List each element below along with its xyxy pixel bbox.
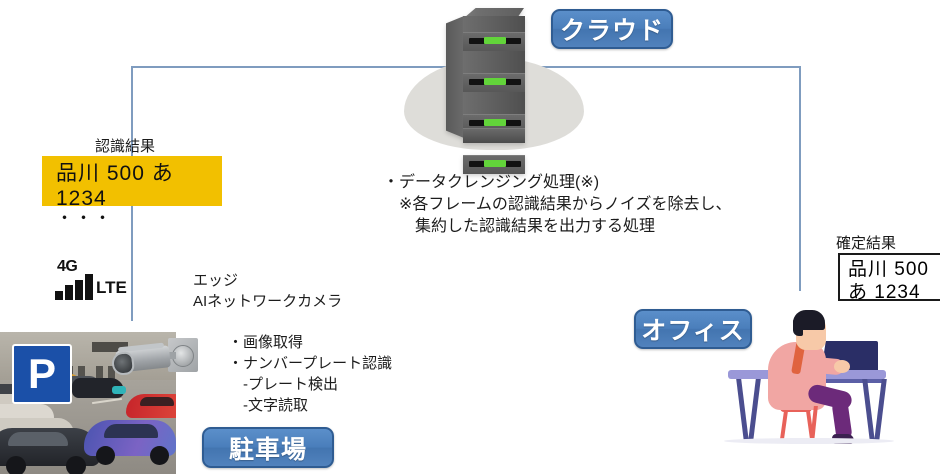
security-camera-illustration	[110, 336, 198, 392]
floor-shadow	[724, 438, 894, 444]
chair-front-leg	[810, 406, 818, 442]
recognition-result-box: 品川 500 あ 1234 ・・・	[42, 156, 222, 227]
laptop-base	[814, 377, 884, 383]
server-illustration	[424, 8, 539, 174]
badge-parking: 駐車場	[202, 427, 334, 468]
parking-sign-letter: P	[27, 350, 56, 397]
desk-leg	[748, 379, 761, 441]
parking-sign: P	[12, 344, 72, 404]
recognition-result-line-2: ・・・	[56, 209, 113, 228]
signal-bar-2	[65, 285, 73, 300]
photo-car-wheel	[96, 446, 115, 465]
connection-line-right	[799, 66, 801, 291]
photo-car	[72, 378, 124, 398]
server-led-green	[484, 119, 506, 126]
camera-feature-item: ・画像取得	[228, 334, 304, 351]
camera-title: エッジ AIネットワークカメラ	[193, 270, 342, 312]
final-result-label: 確定結果	[836, 235, 897, 252]
server-base	[463, 128, 525, 143]
office-illustration	[700, 300, 930, 474]
server-led-green	[484, 160, 506, 167]
person-hand	[834, 360, 850, 373]
badge-cloud: クラウド	[551, 9, 673, 49]
badge-parking-label: 駐車場	[228, 435, 307, 464]
cloud-process-line-1: ・データクレンジング処理(※)	[383, 174, 600, 191]
server-slot	[463, 73, 525, 92]
camera-feature-item: ・ナンバープレート認識	[228, 355, 393, 372]
photo-car-wheel	[150, 446, 169, 465]
badge-office-label: オフィス	[641, 317, 745, 345]
server-left-side	[446, 16, 464, 138]
recognition-result-label: 認識結果	[95, 138, 156, 155]
chair-leg	[779, 408, 789, 442]
photo-accent	[112, 386, 126, 394]
server-led-green	[484, 37, 506, 44]
signal-bar-1	[55, 291, 63, 300]
photo-pillar	[96, 366, 103, 388]
server-slot	[463, 155, 525, 174]
photo-car-wheel	[6, 456, 26, 474]
signal-bar-4	[85, 274, 93, 300]
photo-car-window	[140, 397, 174, 406]
final-result-line-2: あ 1234	[848, 282, 921, 303]
badge-cloud-label: クラウド	[559, 17, 664, 45]
mobile-network-icon: 4G LTE	[55, 258, 127, 300]
camera-feature-list: ・画像取得 ・ナンバープレート認識 -プレート検出 -文字読取	[228, 332, 392, 416]
signal-bar-3	[75, 280, 83, 300]
photo-wall-vent	[92, 342, 128, 352]
camera-lens	[110, 350, 136, 377]
final-result-line-1: 品川 500	[848, 259, 929, 280]
camera-feature-item: -文字読取	[228, 397, 308, 414]
final-result-box: 品川 500 あ 1234	[838, 253, 940, 303]
photo-car-window	[104, 424, 158, 438]
recognition-result-line-1: 品川 500 あ 1234	[56, 162, 174, 210]
person-hair-side	[793, 316, 803, 336]
cloud-process-line-2: ※各フレームの認識結果からノイズを除去し、	[383, 196, 732, 213]
camera-title-line-1: エッジ	[193, 272, 239, 289]
signal-bars-icon	[55, 274, 99, 300]
photo-car-window	[8, 432, 68, 446]
mobile-gen-label: 4G	[57, 258, 78, 275]
desk-leg	[736, 379, 749, 441]
badge-office: オフィス	[634, 309, 752, 349]
desk-leg	[874, 379, 887, 441]
server-led-green	[484, 78, 506, 85]
camera-feature-item: -プレート検出	[228, 376, 338, 393]
mobile-tech-label: LTE	[96, 278, 127, 297]
server-slot	[463, 32, 525, 51]
photo-car-wheel	[66, 456, 86, 474]
photo-pillar	[108, 366, 115, 388]
desk-leg	[862, 379, 875, 441]
cloud-process-text: ・データクレンジング処理(※) ※各フレームの認識結果からノイズを除去し、 集約…	[383, 172, 732, 238]
camera-title-line-2: AIネットワークカメラ	[193, 293, 343, 310]
cloud-process-line-3: 集約した認識結果を出力する処理	[383, 218, 656, 235]
